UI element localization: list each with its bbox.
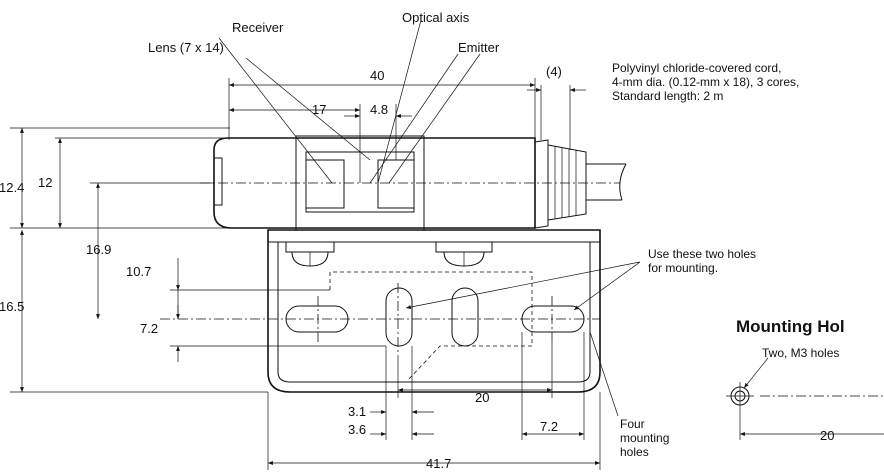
dim-12: 12: [38, 175, 52, 190]
label-emitter: Emitter: [458, 40, 500, 55]
label-four-line1: Four: [620, 417, 645, 431]
mounting-bracket: [160, 229, 601, 393]
dim-7-2-left: 7.2: [140, 321, 158, 336]
sensor-body: [200, 135, 620, 231]
dim-4: (4): [546, 64, 562, 79]
label-four-line2: mounting: [620, 431, 669, 445]
label-cord-line1: Polyvinyl chloride-covered cord,: [612, 61, 781, 75]
label-cord-line3: Standard length: 2 m: [612, 89, 723, 103]
dim-10-7: 10.7: [126, 264, 151, 279]
label-lens: Lens (7 x 14): [148, 40, 224, 55]
label-receiver: Receiver: [232, 20, 284, 35]
dim-12-4: 12.4: [0, 180, 24, 195]
mounting-holes-title: Mounting Hol: [736, 317, 845, 336]
dim-3-6: 3.6: [348, 422, 366, 437]
dim-20-mount: 20: [820, 428, 834, 443]
dim-17: 17: [312, 102, 326, 117]
label-use-holes-line1: Use these two holes: [648, 247, 756, 261]
mounting-holes-detail: [726, 357, 884, 440]
dim-41-7: 41.7: [426, 456, 451, 471]
dim-16-9: 16.9: [86, 242, 111, 257]
cord: [534, 139, 627, 229]
dim-40: 40: [370, 68, 384, 83]
label-cord-line2: 4-mm dia. (0.12-mm x 18), 3 cores,: [612, 75, 799, 89]
dimension-lines: [10, 19, 641, 470]
label-optical-axis: Optical axis: [402, 10, 470, 25]
label-four-line3: holes: [620, 445, 649, 459]
label-use-holes-line2: for mounting.: [648, 261, 718, 275]
dim-4-8: 4.8: [370, 102, 388, 117]
dim-3-1: 3.1: [348, 404, 366, 419]
dim-20: 20: [475, 390, 489, 405]
dim-16-5: 16.5: [0, 299, 24, 314]
dim-7-2-bottom: 7.2: [540, 419, 558, 434]
label-two-m3-holes: Two, M3 holes: [762, 346, 839, 360]
